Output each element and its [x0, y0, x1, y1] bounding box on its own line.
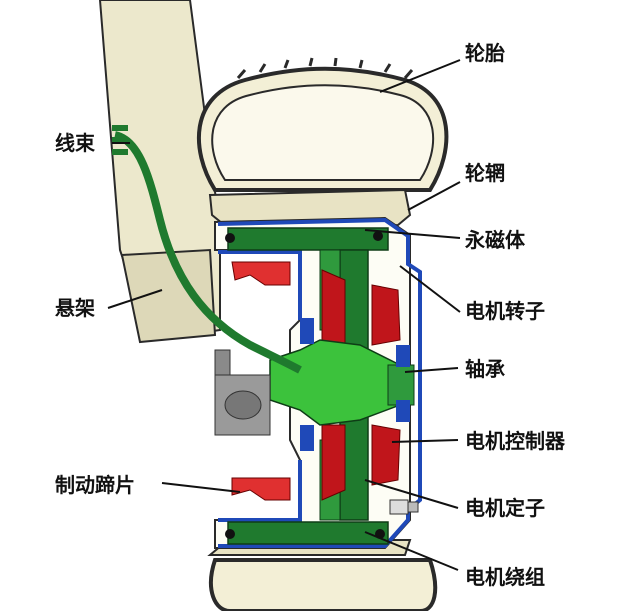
leader-rim	[407, 181, 461, 211]
bearings	[300, 318, 410, 451]
leader-suspension	[107, 289, 163, 309]
label-brake-shoe: 制动蹄片	[55, 473, 135, 497]
permanent-magnets	[321, 269, 401, 501]
label-permanent-magnet: 永磁体	[464, 228, 526, 252]
leader-bearing	[404, 367, 459, 373]
leader-magnet	[364, 229, 461, 239]
label-wire-harness: 线束	[55, 131, 96, 155]
rotor-shell	[217, 217, 422, 548]
label-motor-controller: 电机控制器	[465, 429, 566, 453]
stator-winding-bottom	[225, 521, 389, 545]
suspension-strut	[98, 0, 221, 344]
brake-shoes	[231, 261, 291, 501]
label-motor-rotor: 电机转子	[465, 299, 545, 323]
label-bearing: 轴承	[465, 357, 505, 381]
leader-rotor	[399, 265, 461, 313]
wire-harness	[112, 125, 302, 374]
leader-stator	[364, 479, 459, 509]
label-rim: 轮辋	[465, 161, 505, 185]
leader-brake-shoe	[161, 482, 241, 493]
stator-bolt	[389, 499, 419, 515]
label-motor-winding: 电机绕组	[465, 565, 545, 589]
axle-connector	[214, 349, 271, 436]
label-tire: 轮胎	[465, 41, 505, 65]
leader-controller	[391, 439, 459, 443]
tire-bottom	[209, 558, 438, 611]
tire-top	[196, 57, 449, 192]
label-suspension: 悬架	[55, 296, 95, 320]
leader-winding	[364, 531, 459, 571]
stator-winding-top	[225, 227, 389, 251]
leader-tire	[379, 59, 461, 93]
label-motor-stator: 电机定子	[465, 496, 545, 520]
